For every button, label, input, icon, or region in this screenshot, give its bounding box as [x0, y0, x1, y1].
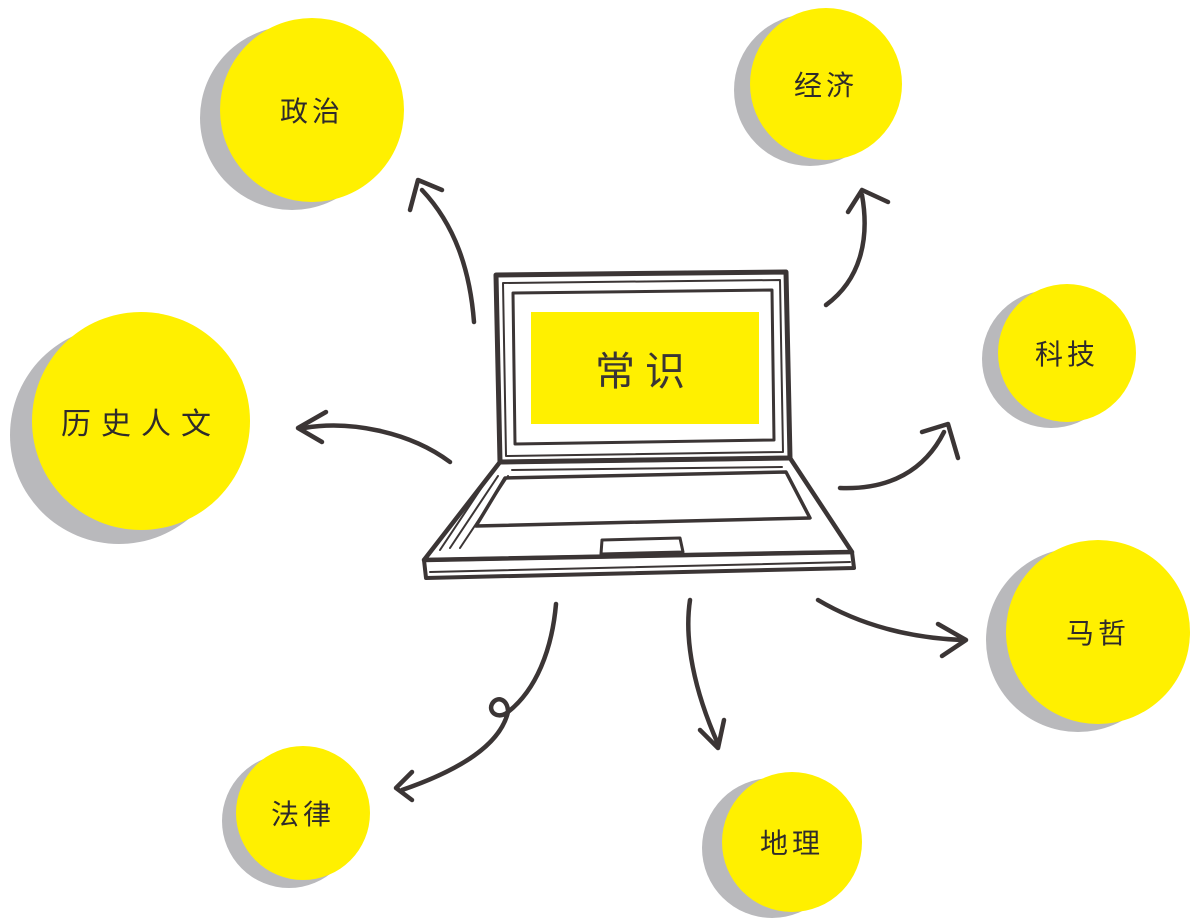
- arrowhead-economy: [845, 187, 891, 215]
- topic-bubble-technology: 科技: [982, 282, 1140, 428]
- topic-label-law: 法律: [270, 798, 335, 831]
- topic-label-politics: 政治: [279, 95, 344, 128]
- topic-label-history: 历史人文: [61, 407, 221, 442]
- laptop-screen: [531, 312, 759, 424]
- arrowhead-geography: [697, 717, 727, 751]
- topic-label-geography: 地理: [759, 827, 824, 860]
- topic-bubble-economy: 经济: [734, 6, 906, 166]
- arrow-to-technology: [837, 429, 947, 491]
- bubble-face: 科技: [998, 284, 1136, 422]
- topic-label-technology: 科技: [1034, 338, 1099, 371]
- topic-label-marxism: 马哲: [1065, 617, 1130, 650]
- bubble-face: 马哲: [1006, 540, 1190, 724]
- arrowhead-technology: [919, 421, 961, 461]
- arrowhead-history: [295, 409, 329, 445]
- topic-bubble-law: 法律: [222, 746, 374, 890]
- bubble-face: 历史人文: [32, 312, 250, 530]
- bubble-face: 地理: [722, 772, 862, 912]
- topic-bubble-politics: 政治: [200, 16, 410, 210]
- arrowhead-marxism: [935, 621, 969, 659]
- arrow-to-law: [399, 601, 559, 793]
- laptop-illustration: [421, 269, 856, 580]
- arrow-to-geography: [686, 597, 721, 747]
- arrow-to-economy: [823, 192, 867, 308]
- arrow-to-history: [301, 423, 453, 465]
- arrow-to-politics: [419, 187, 477, 325]
- bubble-face: 经济: [750, 8, 902, 160]
- arrow-to-marxism: [815, 597, 965, 643]
- topic-label-economy: 经济: [793, 69, 858, 102]
- arrowhead-law: [393, 769, 415, 803]
- bubble-face: 政治: [220, 18, 404, 202]
- topic-bubble-history: 历史人文: [10, 312, 250, 544]
- topic-bubble-marxism: 马哲: [986, 540, 1192, 732]
- bubble-face: 法律: [236, 746, 370, 880]
- center-label: 常识: [595, 349, 695, 395]
- arrowhead-politics: [407, 177, 445, 213]
- topic-bubble-geography: 地理: [702, 772, 864, 918]
